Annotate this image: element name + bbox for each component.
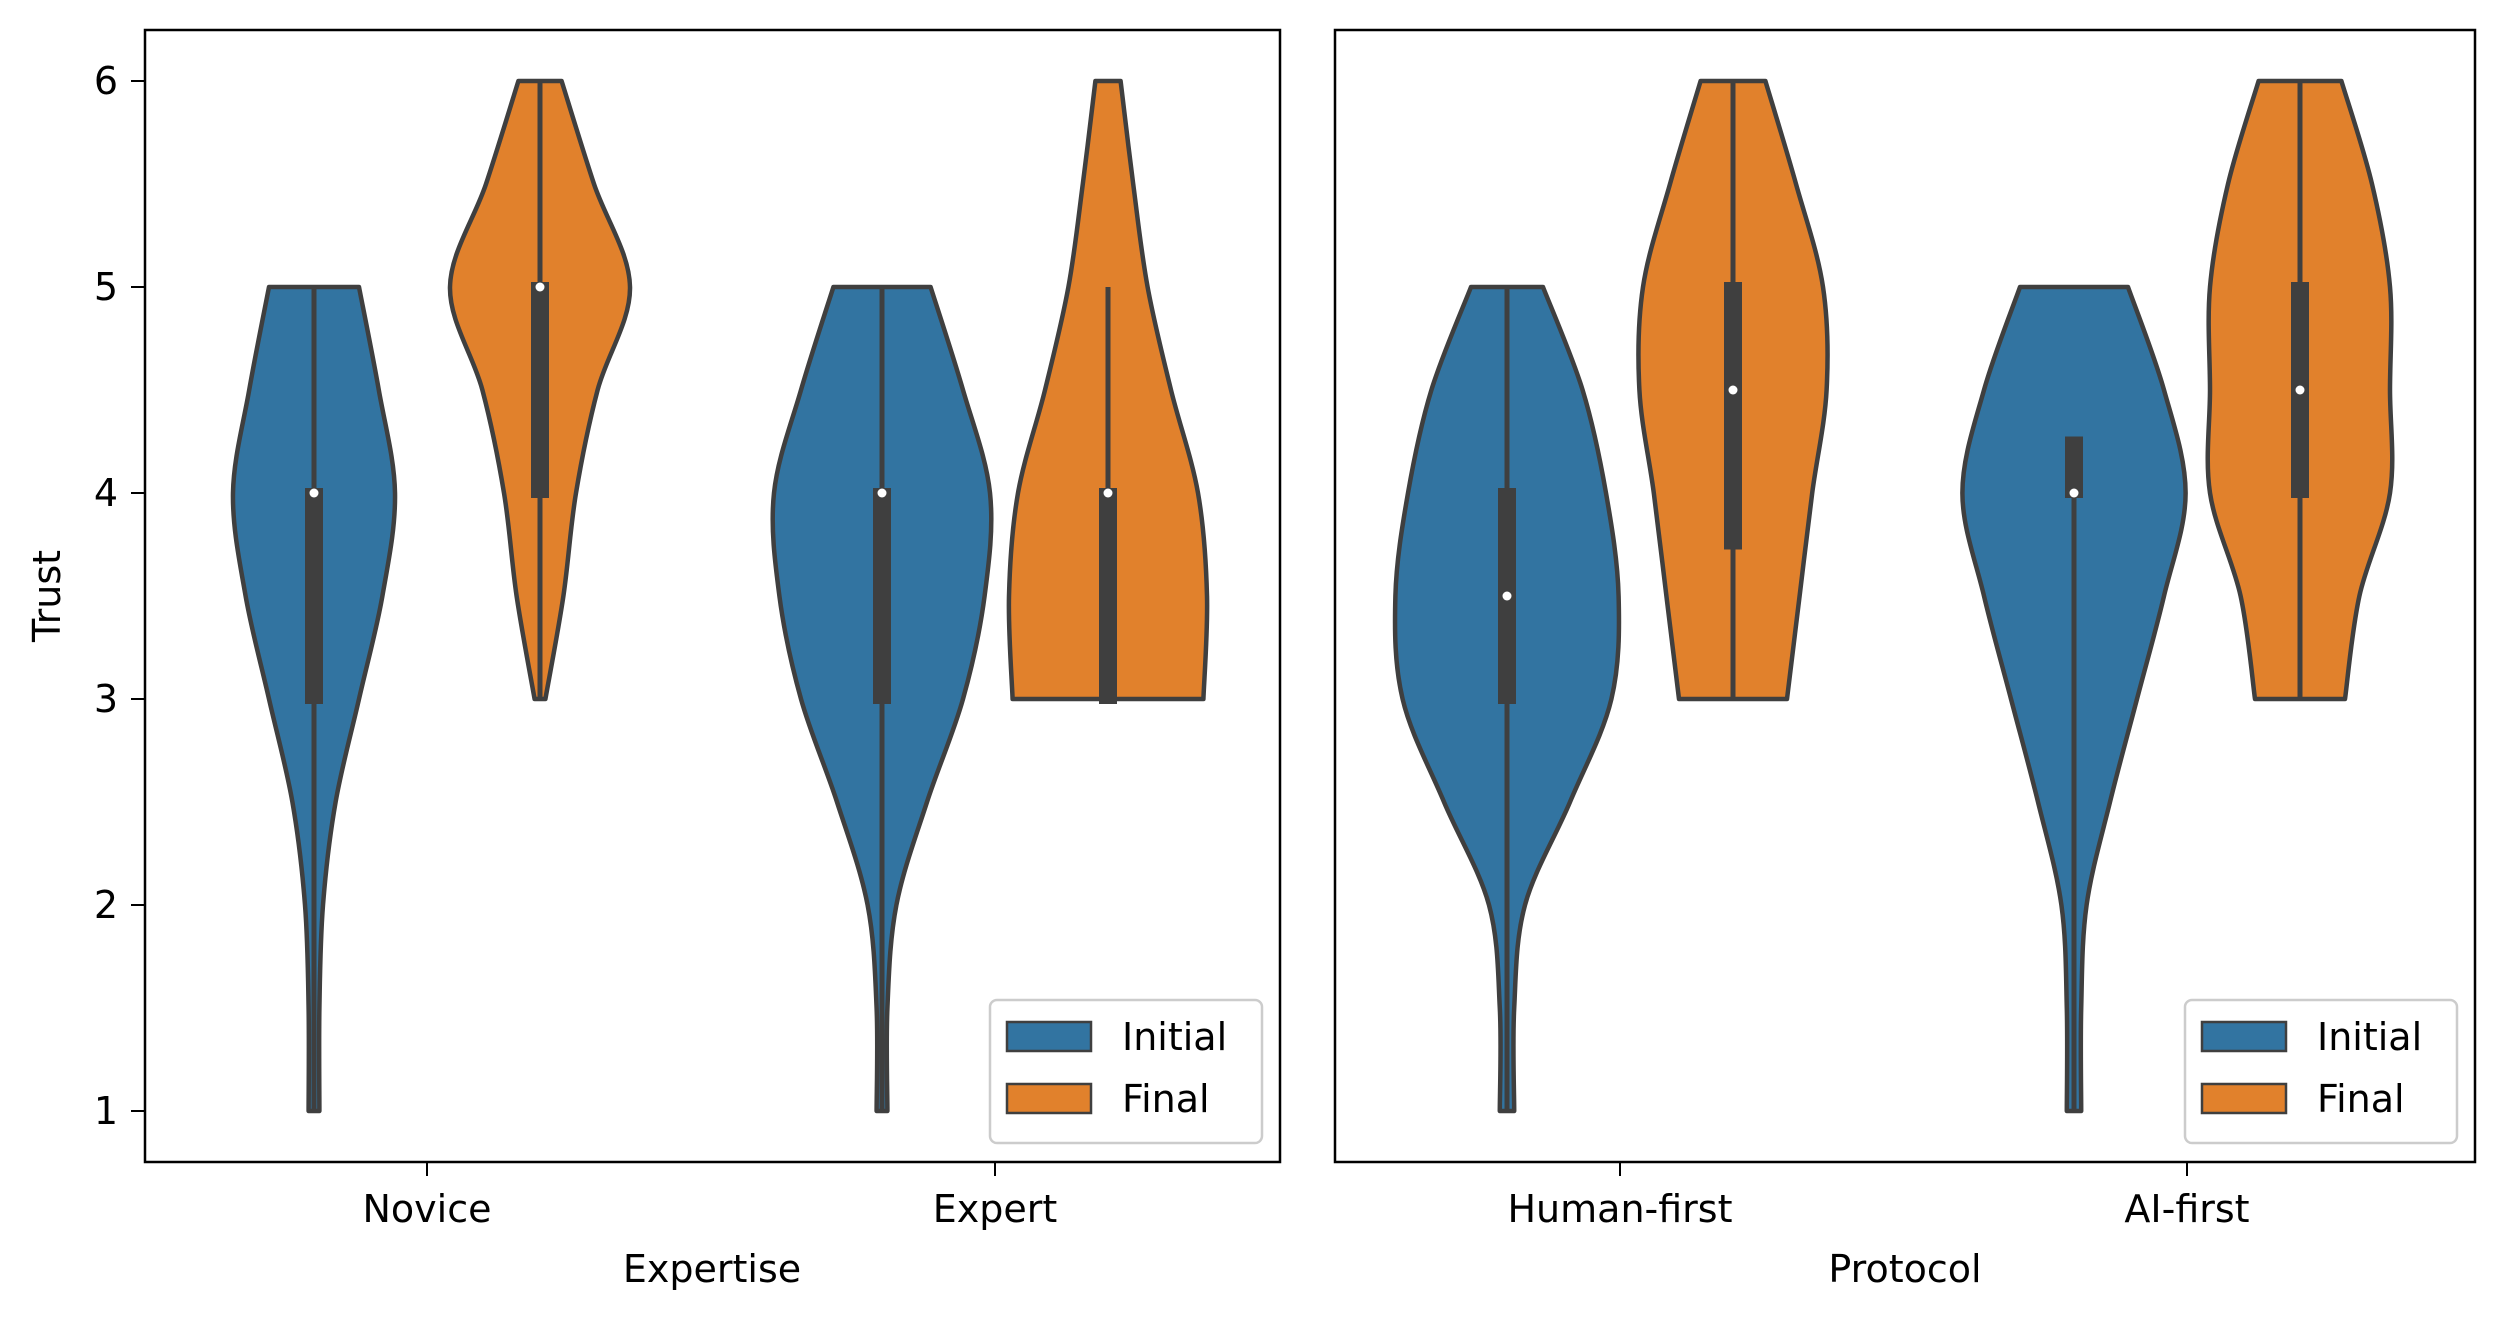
iqr-box xyxy=(2065,436,2083,498)
legend-swatch-final xyxy=(1005,1082,1093,1115)
x-tick-label: Novice xyxy=(363,1187,492,1231)
legend-swatch-initial xyxy=(1005,1020,1093,1053)
iqr-box xyxy=(531,282,549,498)
median-dot xyxy=(309,488,319,498)
y-tick-label: 1 xyxy=(94,1089,118,1133)
legend-swatch-final xyxy=(2200,1082,2288,1115)
legend-label-final: Final xyxy=(1122,1077,1210,1121)
violins-protocol xyxy=(1392,78,2395,1114)
x-axis-ticks-expertise: Novice Expert xyxy=(363,1162,1058,1231)
median-dot xyxy=(2069,488,2079,498)
iqr-box xyxy=(1724,282,1742,550)
legend-label-initial: Initial xyxy=(2317,1015,2422,1059)
y-axis-label: Trust xyxy=(25,550,69,643)
legend-label-final: Final xyxy=(2317,1077,2405,1121)
y-tick-label: 2 xyxy=(94,883,118,927)
violins-expertise xyxy=(230,78,1210,1114)
x-axis-label-protocol: Protocol xyxy=(1828,1247,1981,1291)
iqr-box xyxy=(1099,488,1117,704)
median-dot xyxy=(2295,385,2305,395)
y-tick-label: 4 xyxy=(94,471,118,515)
panel-protocol: Human-first AI-first Protocol InitialFina… xyxy=(1333,28,2477,1291)
y-tick-label: 3 xyxy=(94,677,118,721)
median-dot xyxy=(1728,385,1738,395)
median-dot xyxy=(1103,488,1113,498)
x-tick-label: Human-first xyxy=(1507,1187,1732,1231)
x-tick-label: AI-first xyxy=(2124,1187,2249,1231)
y-tick-label: 5 xyxy=(94,265,118,309)
x-axis-label-expertise: Expertise xyxy=(623,1247,801,1291)
panel-expertise: 1 2 3 4 5 6 Novice Expert Trust Expertise Init… xyxy=(25,28,1282,1291)
x-tick-label: Expert xyxy=(933,1187,1058,1231)
median-dot xyxy=(1502,591,1512,601)
legend-label-initial: Initial xyxy=(1122,1015,1227,1059)
iqr-box xyxy=(305,488,323,704)
x-axis-ticks-protocol: Human-first AI-first xyxy=(1507,1162,2250,1231)
iqr-box xyxy=(873,488,891,704)
median-dot xyxy=(535,282,545,292)
median-dot xyxy=(877,488,887,498)
y-tick-label: 6 xyxy=(94,59,118,103)
y-axis-ticks: 1 2 3 4 5 6 xyxy=(94,59,145,1133)
axes-frame-expertise xyxy=(143,28,1282,1164)
legend-swatch-initial xyxy=(2200,1020,2288,1053)
axes-frame-protocol xyxy=(1333,28,2477,1164)
